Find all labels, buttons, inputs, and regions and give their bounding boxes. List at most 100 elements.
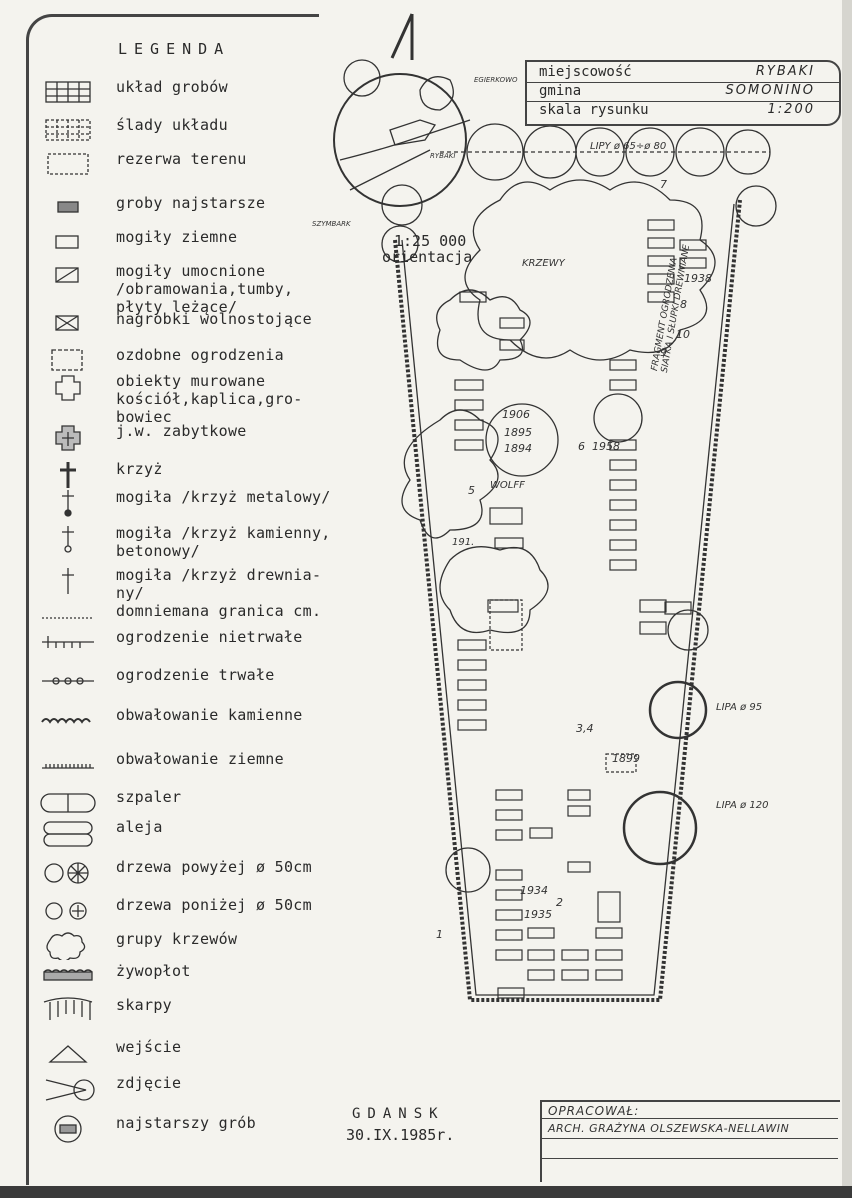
grave-trace-icon (40, 116, 96, 146)
masonry-building-icon (40, 372, 96, 402)
boundary-line-icon (40, 602, 96, 632)
legend-item-label: obwałowanie kamienne (116, 706, 303, 724)
north-arrow-icon (390, 13, 414, 60)
linden-top-label: LIPY ø 65÷ø 80 (590, 141, 667, 152)
commune-row: gmina SOMONINO (539, 83, 829, 99)
photo-icon (40, 1074, 96, 1104)
bottom-bar (0, 1186, 852, 1198)
commune-value: SOMONINO (725, 83, 815, 98)
cemetery-fence (393, 199, 742, 1002)
photo-number: 1 (436, 928, 443, 941)
shrubs-label: KRZEWY (522, 258, 565, 269)
legend-item-label: rezerwa terenu (116, 150, 247, 168)
legend-item-label: ślady układu (116, 116, 228, 134)
linden-95-label: LIPA ø 95 (716, 702, 763, 713)
ornamental-fence-icon (40, 346, 96, 376)
legend-item-label: mogiła /krzyż drewnia- ny/ (116, 566, 322, 602)
city-label: GDANSK (352, 1106, 445, 1122)
date-label: 30.IX.1985r. (346, 1126, 455, 1144)
photo-number: 3,4 (576, 722, 594, 735)
legend-item-label: wejście (116, 1038, 182, 1056)
grave-year: 1895 (504, 426, 532, 439)
legend-item-label: grupy krzewów (116, 930, 238, 948)
photo-number: 7 (660, 178, 667, 191)
hedge-icon (40, 962, 96, 992)
legend-frame (26, 14, 319, 1185)
slope-icon (40, 996, 96, 1026)
linden-120-label: LIPA ø 120 (716, 800, 769, 811)
legend-item-label: mogiły umocnione /obramowania,tumby, pły… (116, 262, 294, 316)
legend-item-label: nagrobki wolnostojące (116, 310, 312, 328)
legend-item-label: obwałowanie ziemne (116, 750, 284, 768)
earth-grave-icon (40, 228, 96, 258)
legend-item-label: mogiła /krzyż kamienny, betonowy/ (116, 524, 331, 560)
grave-year: 1934 (520, 884, 548, 897)
author-block: OPRACOWAŁ: ARCH. GRAŻYNA OLSZEWSKA-NELLA… (540, 1100, 840, 1182)
photo-number: 10 (676, 328, 690, 341)
author-name: ARCH. GRAŻYNA OLSZEWSKA-NELLAWIN (548, 1122, 790, 1135)
legend-item-label: groby najstarsze (116, 194, 266, 212)
grave-number: 191. (452, 537, 475, 548)
orientation-scale: 1:25 000 (394, 232, 467, 250)
photo-number: 5 (468, 484, 475, 497)
oldest-grave-icon (40, 1114, 96, 1144)
reserve-icon (40, 150, 96, 180)
tree-row-icon (40, 788, 96, 818)
legend-item-label: mogiły ziemne (116, 228, 238, 246)
legend-item-label: skarpy (116, 996, 172, 1014)
large-tree-icon (40, 858, 96, 888)
inset-label-top: EGIERKOWO (474, 76, 518, 84)
locality-value: RYBAKI (755, 64, 815, 79)
legend-item-label: najstarszy grób (116, 1114, 256, 1132)
title-block: miejscowość RYBAKI gmina SOMONINO skala … (525, 60, 841, 126)
photo-number: 9 (660, 346, 667, 359)
photo-number: 8 (680, 298, 687, 311)
legend-item-label: obiekty murowane kościół,kaplica,gro- bo… (116, 372, 303, 426)
grave-blocks (454, 219, 707, 999)
freestanding-tomb-icon (40, 310, 96, 340)
legend-item-label: ogrodzenie trwałe (116, 666, 275, 684)
locality-label: miejscowość (539, 64, 632, 80)
legend-item-label: drzewa powyżej ø 50cm (116, 858, 312, 876)
legend-item-label: ogrodzenie nietrwałe (116, 628, 303, 646)
stone-embankment-icon (40, 706, 96, 736)
scale-row: skala rysunku 1:200 (539, 102, 829, 118)
stone-cross-icon (40, 524, 96, 554)
scale-value: 1:200 (767, 102, 815, 117)
wooden-cross-icon (40, 566, 96, 596)
legend-item-label: ozdobne ogrodzenia (116, 346, 284, 364)
orientation-label: orientacja (382, 248, 473, 266)
grave-year: 1938 (684, 272, 712, 285)
permanent-fence-icon (40, 666, 96, 696)
legend-item-label: zdjęcie (116, 1074, 182, 1092)
photo-number: 2 (556, 896, 563, 909)
earth-embankment-icon (40, 750, 96, 780)
grave-year: 1906 (502, 408, 530, 421)
cross-icon (40, 460, 96, 490)
temporary-fence-icon (40, 628, 96, 658)
legend-item-label: domniemana granica cm. (116, 602, 322, 620)
legend-item-label: aleja (116, 818, 163, 836)
prepared-by-label: OPRACOWAŁ: (548, 1104, 640, 1118)
legend-item-label: krzyż (116, 460, 163, 478)
legend-item-label: mogiła /krzyż metalowy/ (116, 488, 331, 506)
historic-building-icon (40, 422, 96, 452)
cemetery-plan (333, 13, 777, 1002)
grave-name: WOLFF (490, 480, 525, 491)
grave-year: 1899 (612, 752, 640, 765)
legend-item-label: szpaler (116, 788, 182, 806)
metal-cross-icon (40, 488, 96, 518)
photo-number: 6 (578, 440, 585, 453)
legend-item-label: układ grobów (116, 78, 228, 96)
inset-label-bottom: SZYMBARK (312, 220, 351, 228)
legend-title: LEGENDA (118, 40, 231, 58)
sheet-edge (842, 0, 852, 1186)
large-tree-circles (445, 393, 709, 893)
legend-item-label: drzewa poniżej ø 50cm (116, 896, 312, 914)
grave-year: 1894 (504, 442, 532, 455)
entrance-icon (40, 1038, 96, 1068)
orientation-inset (333, 59, 471, 263)
shrub-group-icon (40, 930, 96, 962)
locality-row: miejscowość RYBAKI (539, 64, 829, 80)
